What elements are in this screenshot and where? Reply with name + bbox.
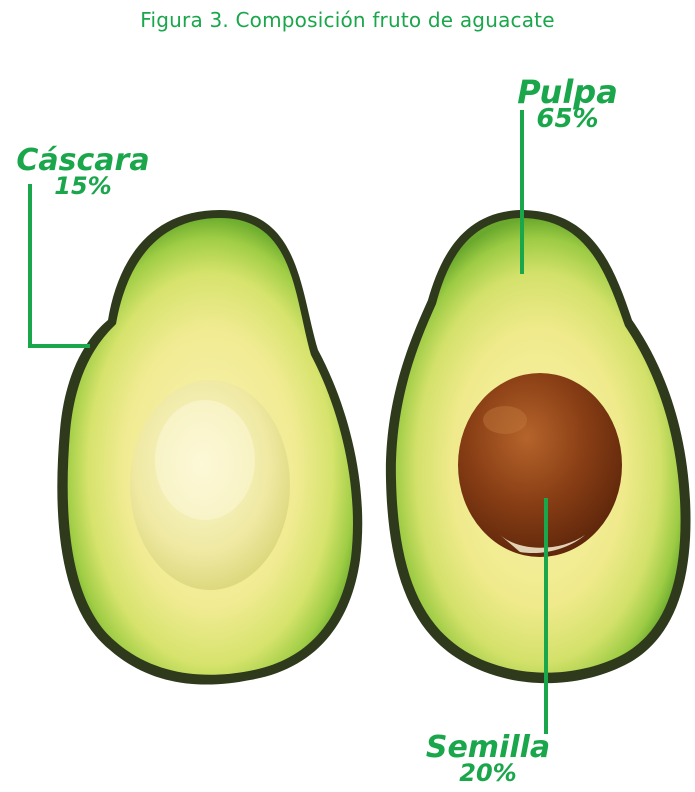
avocado-right-half [386,210,691,683]
avocado-left-half [57,210,362,685]
label-cascara: Cáscara 15% [8,146,158,198]
label-semilla: Semilla 20% [418,733,558,785]
leader-line-cascara [30,186,88,346]
seed [458,373,622,557]
label-pulpa: Pulpa 65% [510,76,625,132]
